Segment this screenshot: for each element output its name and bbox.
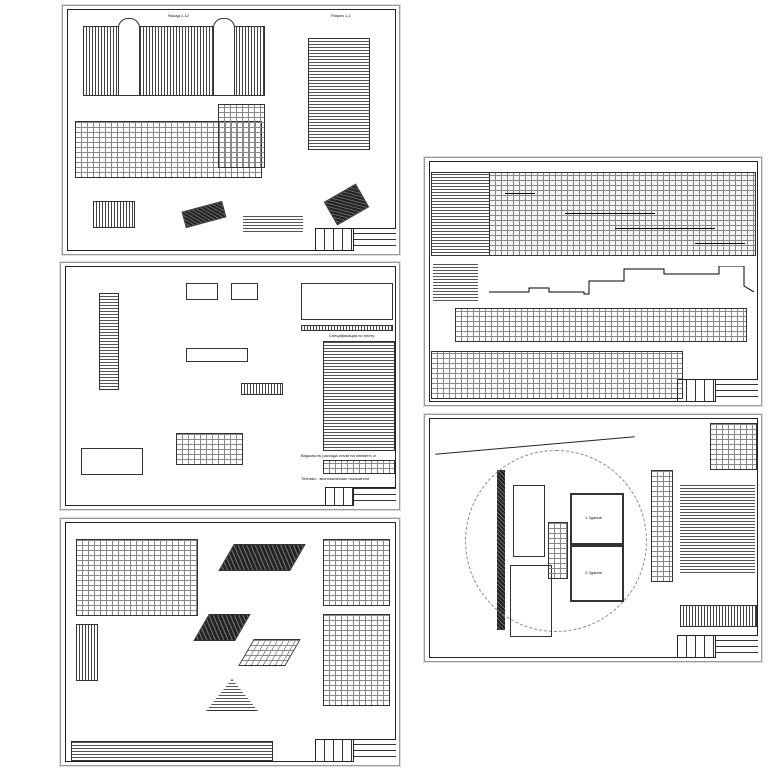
slab-section bbox=[301, 325, 393, 331]
facade-title: Фасад 1-12 bbox=[168, 13, 189, 18]
drawing-sheet-facade-plan-section: Фасад 1-12 Разрез 1-1 bbox=[62, 5, 400, 255]
building-section bbox=[308, 38, 370, 150]
building-1 bbox=[570, 493, 624, 547]
sheet-frame bbox=[67, 9, 396, 251]
slab-plan bbox=[301, 283, 393, 320]
explication-table bbox=[710, 423, 757, 470]
tower-crane bbox=[548, 522, 568, 579]
drawing-sheet-roofing-works bbox=[60, 518, 400, 766]
drawing-sheet-site-plan: 1 Здание 2 Здание bbox=[424, 414, 762, 662]
existing-building bbox=[513, 485, 545, 557]
section-title: Разрез 1-1 bbox=[331, 13, 351, 18]
crane-work-plan bbox=[76, 539, 198, 616]
building-1-label: 1 Здание bbox=[585, 515, 602, 520]
drawing-sheet-structural-details: Спецификация по плиту Ведомость расхода … bbox=[60, 262, 400, 510]
sheet-frame bbox=[65, 266, 396, 506]
title-block bbox=[315, 228, 396, 251]
quality-table bbox=[323, 614, 390, 706]
gantt-bar bbox=[505, 193, 535, 194]
element-3 bbox=[186, 348, 248, 362]
gantt-bar bbox=[695, 243, 745, 244]
building-2-label: 2 Здание bbox=[585, 570, 602, 575]
tep-title: Технико - экономические показатели bbox=[301, 476, 370, 481]
sheet-frame bbox=[429, 161, 758, 402]
schedule-table bbox=[71, 741, 273, 761]
spec-table bbox=[323, 341, 395, 451]
site-circle bbox=[465, 450, 647, 632]
floor-plan-wing bbox=[218, 104, 265, 168]
scaffold bbox=[76, 624, 98, 681]
steel-table bbox=[323, 460, 395, 474]
title-block bbox=[677, 379, 758, 402]
building-2 bbox=[570, 543, 624, 602]
building-facade bbox=[83, 26, 265, 96]
indicators-text bbox=[433, 263, 478, 303]
steel-title: Ведомость расхода стали на элемент, кг bbox=[301, 453, 377, 458]
mesh bbox=[241, 383, 283, 395]
gantt-bar bbox=[615, 228, 715, 229]
machine-schedule bbox=[455, 308, 747, 342]
fence-detail bbox=[680, 605, 757, 627]
gantt-bar bbox=[565, 213, 655, 214]
legend-table bbox=[651, 470, 673, 582]
existing-building-2 bbox=[510, 565, 552, 637]
column-elevation bbox=[99, 293, 119, 390]
element-1 bbox=[186, 283, 218, 300]
sheet-frame bbox=[65, 522, 396, 762]
detail-node-1 bbox=[93, 201, 135, 228]
notes-text bbox=[680, 485, 755, 575]
notes-text bbox=[243, 214, 303, 234]
title-block bbox=[325, 487, 396, 506]
facade-tower-left bbox=[118, 18, 140, 96]
spec-title: Спецификация по плиту bbox=[329, 333, 375, 338]
materials-table bbox=[323, 539, 390, 606]
facade-tower-right bbox=[213, 18, 235, 96]
materials-schedule bbox=[431, 351, 683, 399]
title-block bbox=[677, 635, 758, 658]
gantt-chart bbox=[489, 172, 756, 256]
rebar-table bbox=[176, 433, 243, 465]
drawing-sheet-schedule bbox=[424, 157, 762, 406]
plate-plan bbox=[81, 448, 143, 475]
title-block bbox=[315, 739, 396, 762]
element-2 bbox=[231, 283, 258, 300]
work-list-table bbox=[431, 172, 491, 256]
sheet-frame bbox=[429, 418, 758, 658]
workforce-graph bbox=[489, 266, 754, 295]
